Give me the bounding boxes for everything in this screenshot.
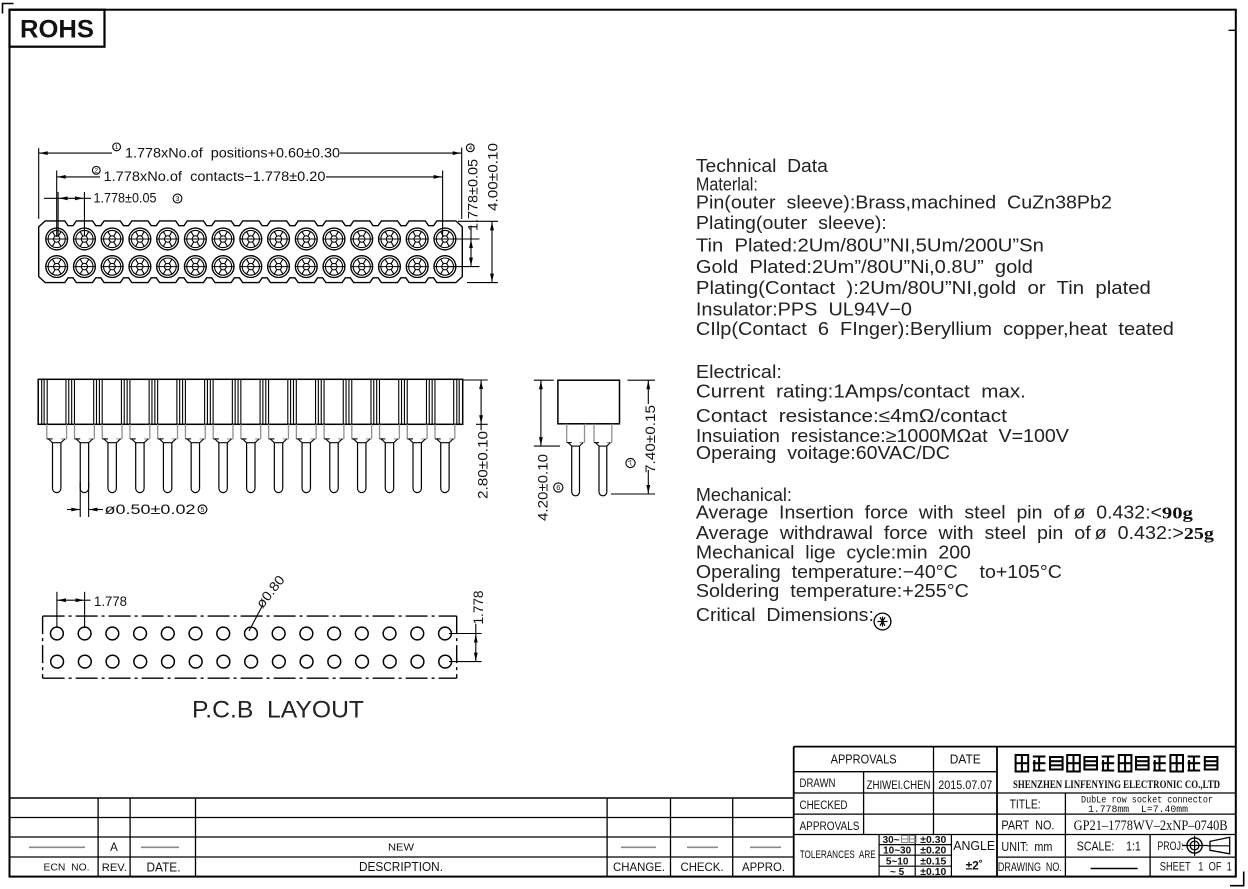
svg-text:5: 5 bbox=[201, 507, 205, 514]
svg-text:Average Insertion force wit: Average Insertion force with steel pin o… bbox=[696, 502, 1162, 523]
svg-text:SHENZHEN LINFENYING ELECTRONIC: SHENZHEN LINFENYING ELECTRONIC CO.,LTD bbox=[1013, 777, 1220, 791]
svg-text:ZHIWEI.CHEN: ZHIWEI.CHEN bbox=[867, 780, 931, 792]
svg-text:Insulator:PPS UL94V−0: Insulator:PPS UL94V−0 bbox=[696, 299, 912, 320]
svg-text:Critical Dimensions:: Critical Dimensions: bbox=[696, 604, 874, 625]
svg-text:3: 3 bbox=[176, 196, 180, 203]
svg-text:DRAWN: DRAWN bbox=[800, 778, 836, 790]
svg-text:7: 7 bbox=[627, 458, 635, 468]
svg-text:Technical Data: Technical Data bbox=[696, 155, 829, 176]
svg-text:1: 1 bbox=[115, 144, 119, 151]
svg-text:2015.07.07: 2015.07.07 bbox=[938, 780, 992, 792]
svg-text:1.778xNo.of contacts−1.778±0.: 1.778xNo.of contacts−1.778±0.20 bbox=[104, 169, 326, 184]
svg-text:Insuiation resistance:≥1000MΩ: Insuiation resistance:≥1000MΩat V=100V bbox=[696, 425, 1070, 446]
svg-text:Materlal:: Materlal: bbox=[696, 174, 758, 195]
svg-text:PART NO.: PART NO. bbox=[1001, 818, 1054, 832]
svg-text:NEW: NEW bbox=[388, 841, 414, 853]
svg-text:Operaling temperature:−40°C: Operaling temperature:−40°C to+105°C bbox=[696, 561, 1062, 582]
svg-text:A: A bbox=[110, 842, 118, 854]
svg-text:TITLE:: TITLE: bbox=[1010, 798, 1041, 812]
svg-text:DATE: DATE bbox=[950, 753, 981, 767]
svg-text:CHANGE.: CHANGE. bbox=[613, 860, 665, 874]
svg-text:2: 2 bbox=[94, 168, 98, 175]
svg-text:Operaing voitage:60VAC/DC: Operaing voitage:60VAC/DC bbox=[696, 442, 950, 463]
svg-text:DRAWING NO.: DRAWING NO. bbox=[998, 862, 1062, 874]
svg-text:REV.: REV. bbox=[102, 862, 127, 874]
svg-text:1.778±0.05: 1.778±0.05 bbox=[466, 159, 481, 231]
svg-text:TOLERANCES ARE: TOLERANCES ARE bbox=[800, 849, 876, 861]
svg-text:Gold Plated:2Um”/80U”Ni,0.8U”: Gold Plated:2Um”/80U”Ni,0.8U” gold bbox=[696, 256, 1033, 277]
svg-text:P.C.B LAYOUT: P.C.B LAYOUT bbox=[192, 697, 364, 724]
svg-text:Mechanical lige cycle:min 2: Mechanical lige cycle:min 200 bbox=[696, 542, 971, 563]
svg-text:ANGLE: ANGLE bbox=[953, 839, 995, 853]
svg-text:±0.15: ±0.15 bbox=[920, 856, 946, 867]
svg-text:ECN NO.: ECN NO. bbox=[44, 863, 90, 874]
svg-text:1.778xNo.of positions+0.60±0.: 1.778xNo.of positions+0.60±0.30 bbox=[125, 145, 340, 160]
svg-text:1.778±0.05: 1.778±0.05 bbox=[94, 191, 157, 206]
svg-text:7.40±0.15: 7.40±0.15 bbox=[643, 405, 658, 473]
svg-text:DESCRIPTION.: DESCRIPTION. bbox=[359, 859, 443, 874]
svg-text:CIlp(Contact 6 FInger):Beryl: CIlp(Contact 6 FInger):Beryllium copper,… bbox=[696, 318, 1174, 339]
svg-text:SHEET 1 OF 1: SHEET 1 OF 1 bbox=[1160, 861, 1232, 873]
svg-text:±2˚: ±2˚ bbox=[966, 859, 983, 873]
svg-text:5~10: 5~10 bbox=[886, 856, 909, 867]
svg-text:1.778mm L=7.40mm: 1.778mm L=7.40mm bbox=[1088, 804, 1188, 815]
svg-text:4.00±0.10: 4.00±0.10 bbox=[486, 143, 501, 211]
svg-text:±0.10: ±0.10 bbox=[920, 867, 946, 878]
svg-text:Current rating:1Amps/contact: Current rating:1Amps/contact max. bbox=[696, 381, 1026, 402]
svg-text:Plating(Contact ):2Um/80U”NI,: Plating(Contact ):2Um/80U”NI,gold or Tin… bbox=[696, 277, 1151, 298]
svg-text:UNIT: mm: UNIT: mm bbox=[1001, 840, 1052, 854]
svg-text:4.20±0.10: 4.20±0.10 bbox=[536, 454, 551, 521]
svg-text:APPROVALS: APPROVALS bbox=[831, 753, 897, 767]
svg-text:10~30: 10~30 bbox=[883, 846, 912, 857]
svg-text:Tin Plated:2Um/80U”NI,5Um/200: Tin Plated:2Um/80U”NI,5Um/200U”Sn bbox=[696, 235, 1044, 256]
svg-text:4: 4 bbox=[468, 145, 472, 152]
svg-text:Pin(outer sleeve):Brass,machi: Pin(outer sleeve):Brass,machined CuZn38P… bbox=[696, 192, 1112, 213]
svg-text:DubLe row socket connector: DubLe row socket connector bbox=[1081, 795, 1213, 806]
svg-text:90g: 90g bbox=[1162, 504, 1194, 523]
svg-text:ø0.80: ø0.80 bbox=[253, 572, 288, 610]
svg-text:DATE.: DATE. bbox=[147, 860, 181, 875]
svg-text:25g: 25g bbox=[1184, 524, 1215, 543]
svg-text:1.778: 1.778 bbox=[94, 594, 127, 609]
svg-text:APPROVALS: APPROVALS bbox=[800, 821, 860, 833]
svg-text:~ 5: ~ 5 bbox=[890, 867, 905, 878]
svg-text:Plating(outer sleeve):: Plating(outer sleeve): bbox=[696, 212, 887, 233]
svg-text:CHECK.: CHECK. bbox=[681, 860, 724, 874]
svg-text:6: 6 bbox=[556, 483, 560, 492]
svg-text:±0.20: ±0.20 bbox=[920, 846, 946, 857]
svg-text:Electrical:: Electrical: bbox=[696, 361, 782, 382]
svg-text:ROHS: ROHS bbox=[20, 16, 94, 44]
svg-text:Contact resistance:≤4mΩ/conta: Contact resistance:≤4mΩ/contact bbox=[696, 405, 1007, 426]
svg-text:30~: 30~ bbox=[883, 835, 900, 846]
svg-text:APPRO.: APPRO. bbox=[742, 860, 785, 874]
svg-text:Soldering temperature:+255°C: Soldering temperature:+255°C bbox=[696, 580, 969, 601]
svg-text:SCALE: 1:1: SCALE: 1:1 bbox=[1077, 839, 1141, 853]
svg-text:GP21–1778WV–2xNP–0740B: GP21–1778WV–2xNP–0740B bbox=[1074, 818, 1228, 834]
svg-text:Mechanical:: Mechanical: bbox=[696, 484, 792, 505]
svg-text:CHECKED: CHECKED bbox=[800, 800, 848, 812]
svg-text:±0.30: ±0.30 bbox=[920, 835, 946, 846]
svg-text:2.80±0.10: 2.80±0.10 bbox=[475, 431, 490, 499]
svg-text:PROJ:: PROJ: bbox=[1157, 841, 1183, 853]
svg-text:ø0.50±0.02: ø0.50±0.02 bbox=[105, 502, 196, 517]
svg-text:1.778: 1.778 bbox=[471, 591, 486, 625]
svg-text:Average withdrawal force wi: Average withdrawal force with steel pin … bbox=[696, 522, 1184, 543]
